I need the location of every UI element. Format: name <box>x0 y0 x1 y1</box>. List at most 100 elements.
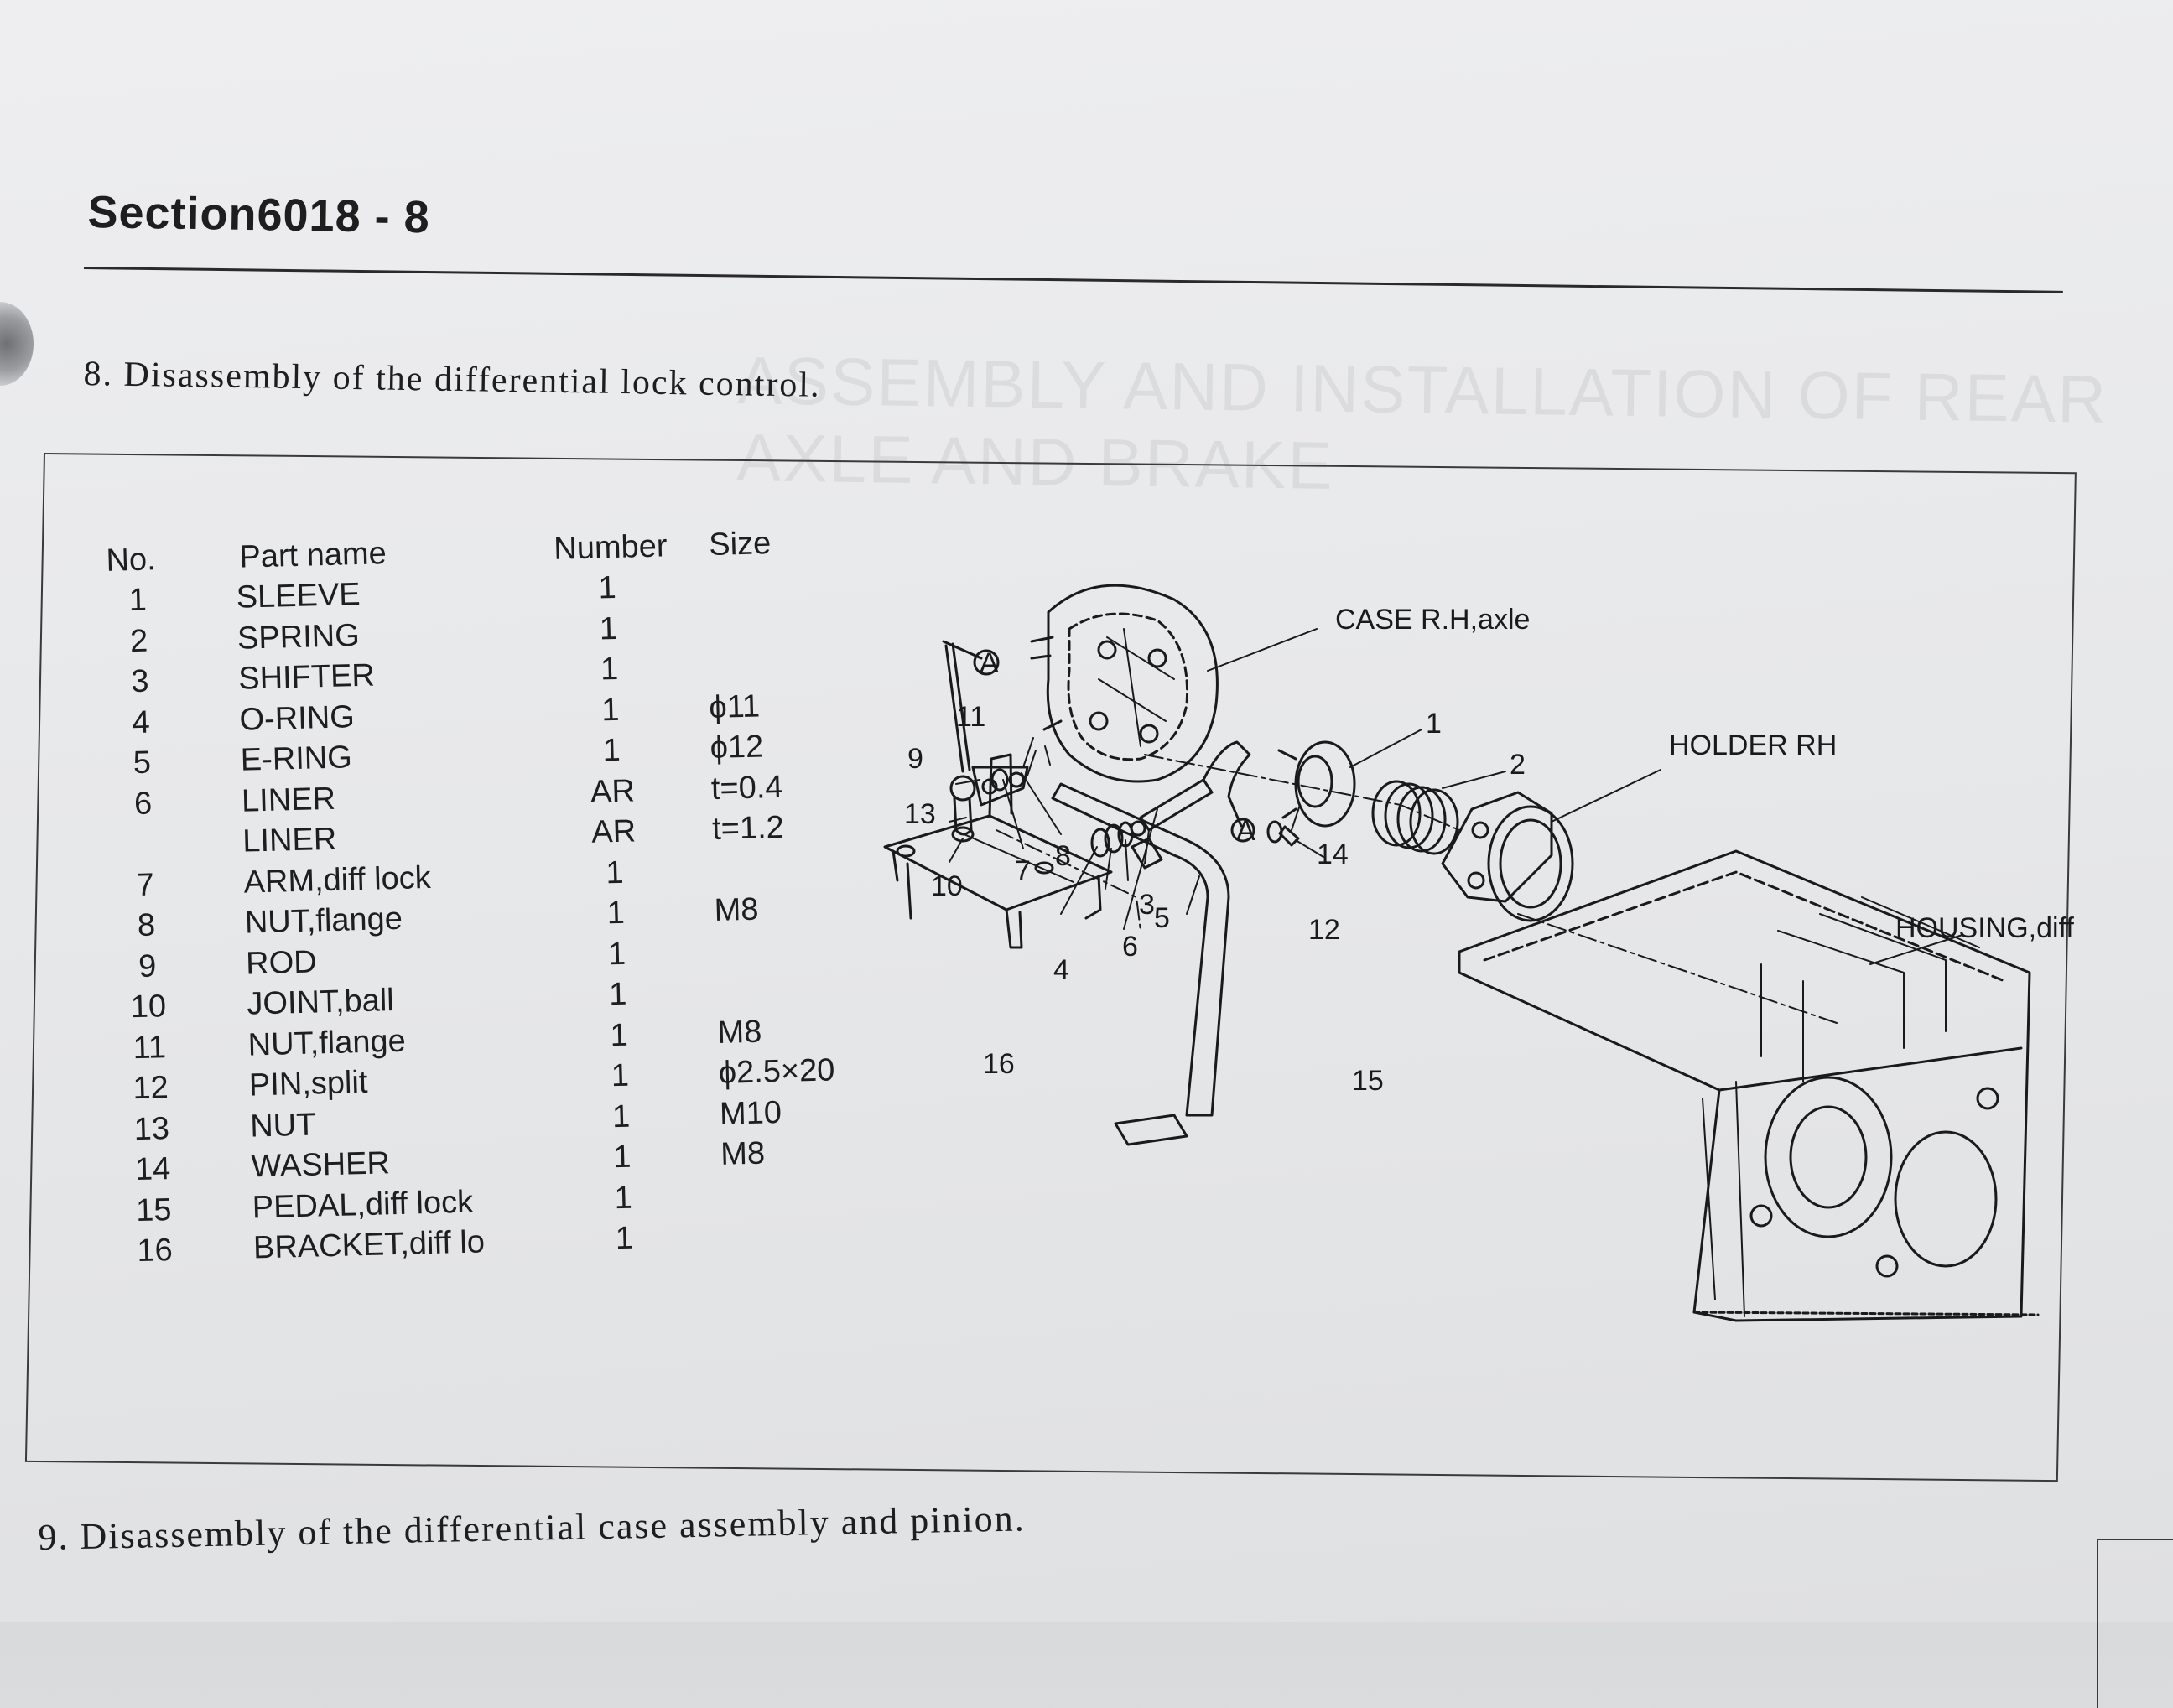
part-number-cell: 12 <box>132 1070 169 1107</box>
callout-2: 2 <box>1510 749 1526 781</box>
size-cell: ϕ12 <box>710 729 764 766</box>
quantity-cell: 1 <box>609 1017 629 1053</box>
column-header-size: Size <box>708 526 772 563</box>
part-number-cell: 5 <box>133 745 152 781</box>
size-cell: t=0.4 <box>710 769 784 807</box>
part-name-cell: JOINT,ball <box>246 983 395 1022</box>
callout-5: 5 <box>1154 902 1170 934</box>
callout-13: 13 <box>904 798 936 830</box>
quantity-cell: 1 <box>597 569 617 606</box>
part-number-cell: 14 <box>134 1151 171 1188</box>
quantity-cell: AR <box>590 772 636 810</box>
callout-8: 8 <box>1055 840 1071 872</box>
callout-3: 3 <box>1139 889 1155 921</box>
quantity-cell: 1 <box>600 692 621 728</box>
column-header-part-name: Part name <box>238 536 387 575</box>
size-cell: M8 <box>720 1135 766 1172</box>
part-number-cell: 16 <box>136 1233 174 1269</box>
part-name-cell: LINER <box>242 821 337 859</box>
assembly-lines <box>996 754 1838 1024</box>
part-name-cell: PEDAL,diff lock <box>252 1184 474 1226</box>
header-rule <box>83 267 2063 293</box>
callout-6: 6 <box>1122 931 1138 963</box>
circle-a-marker-lower: A <box>1236 815 1255 847</box>
shifter-drawing <box>1130 740 1251 837</box>
quantity-cell: 1 <box>599 610 618 646</box>
size-cell: t=1.2 <box>711 809 785 848</box>
part-name-cell: NUT <box>249 1107 316 1145</box>
part-name-cell: SHIFTER <box>237 657 376 697</box>
part-number-cell: 9 <box>138 947 157 984</box>
part-number-cell: 6 <box>133 786 153 822</box>
quantity-cell: 1 <box>600 651 619 688</box>
part-number-cell: 8 <box>137 907 156 944</box>
part-name-cell: NUT,flange <box>247 1023 407 1063</box>
section-header: Section6018 - 8 <box>87 186 431 243</box>
part-number-cell: 11 <box>132 1029 167 1066</box>
callout-7: 7 <box>1015 855 1031 887</box>
part-name-cell: WASHER <box>250 1145 391 1185</box>
sleeve-drawing <box>1277 740 1356 828</box>
quantity-cell: 1 <box>608 976 627 1013</box>
column-header-number: Number <box>553 528 668 567</box>
spring-drawing <box>1371 780 1459 855</box>
size-cell: M10 <box>719 1094 782 1132</box>
part-number-cell: 13 <box>133 1110 170 1147</box>
part-number-cell: 3 <box>130 663 149 700</box>
size-cell: M8 <box>716 1014 762 1051</box>
exploded-diagram: A A CASE R.H,axle HOLDER RH HOUSING,diff… <box>883 584 2074 1322</box>
pedal-drawing <box>1051 782 1230 1146</box>
label-housing-diff: HOUSING,diff <box>1895 912 2074 944</box>
quantity-cell: 1 <box>611 1057 630 1094</box>
part-name-cell: BRACKET,diff lo <box>252 1224 486 1266</box>
size-cell: ϕ2.5×20 <box>718 1052 835 1091</box>
part-name-cell: SPRING <box>237 617 361 657</box>
quantity-cell: 1 <box>605 854 625 890</box>
leader-lines <box>949 628 1963 965</box>
quantity-cell: 1 <box>614 1180 633 1216</box>
quantity-cell: 1 <box>606 895 626 932</box>
size-cell: ϕ11 <box>708 688 761 725</box>
label-case-rh-axle: CASE R.H,axle <box>1335 604 1530 636</box>
callout-16: 16 <box>983 1048 1015 1080</box>
part-number-cell: 2 <box>129 623 148 659</box>
quantity-cell: 1 <box>612 1139 632 1176</box>
quantity-cell: 1 <box>607 936 626 972</box>
callout-15: 15 <box>1352 1065 1384 1097</box>
callout-1: 1 <box>1426 708 1442 740</box>
column-header-no: No. <box>105 542 157 579</box>
callout-11: 11 <box>956 701 985 733</box>
part-number-cell: 10 <box>130 989 167 1025</box>
quantity-cell: AR <box>590 813 637 850</box>
callout-9: 9 <box>907 743 923 775</box>
binder-hole <box>0 302 34 386</box>
bracket-drawing <box>883 753 1113 949</box>
part-name-cell: NUT,flange <box>244 901 403 941</box>
heading-step-9: 9. Disassembly of the differential case … <box>38 1498 1027 1558</box>
quantity-cell: 1 <box>611 1098 631 1134</box>
axle-case-drawing <box>1030 584 1219 783</box>
part-name-cell: PIN,split <box>248 1064 368 1103</box>
part-name-cell: E-RING <box>240 740 353 778</box>
part-name-cell: ROD <box>245 943 318 982</box>
part-number-cell: 4 <box>131 704 151 740</box>
quantity-cell: 1 <box>602 732 621 769</box>
label-holder-rh: HOLDER RH <box>1669 729 1837 761</box>
heading-step-8: 8. Disassembly of the differential lock … <box>83 354 821 405</box>
size-cell: M8 <box>714 891 760 928</box>
part-number-cell: 15 <box>135 1191 173 1228</box>
part-name-cell: O-RING <box>239 698 356 738</box>
housing-drawing <box>1458 849 2040 1322</box>
part-number-cell: 1 <box>128 582 148 619</box>
part-name-cell: LINER <box>241 781 336 819</box>
part-name-cell: ARM,diff lock <box>243 859 432 901</box>
callout-10: 10 <box>931 870 963 902</box>
callout-4: 4 <box>1053 954 1069 986</box>
circle-a-lower <box>1230 818 1255 843</box>
next-figure-frame-corner <box>2097 1539 2173 1708</box>
callout-12: 12 <box>1308 914 1340 946</box>
circle-a-marker-upper: A <box>980 647 999 679</box>
split-pin-drawing <box>1266 820 1300 847</box>
holder-drawing <box>1441 791 1574 922</box>
